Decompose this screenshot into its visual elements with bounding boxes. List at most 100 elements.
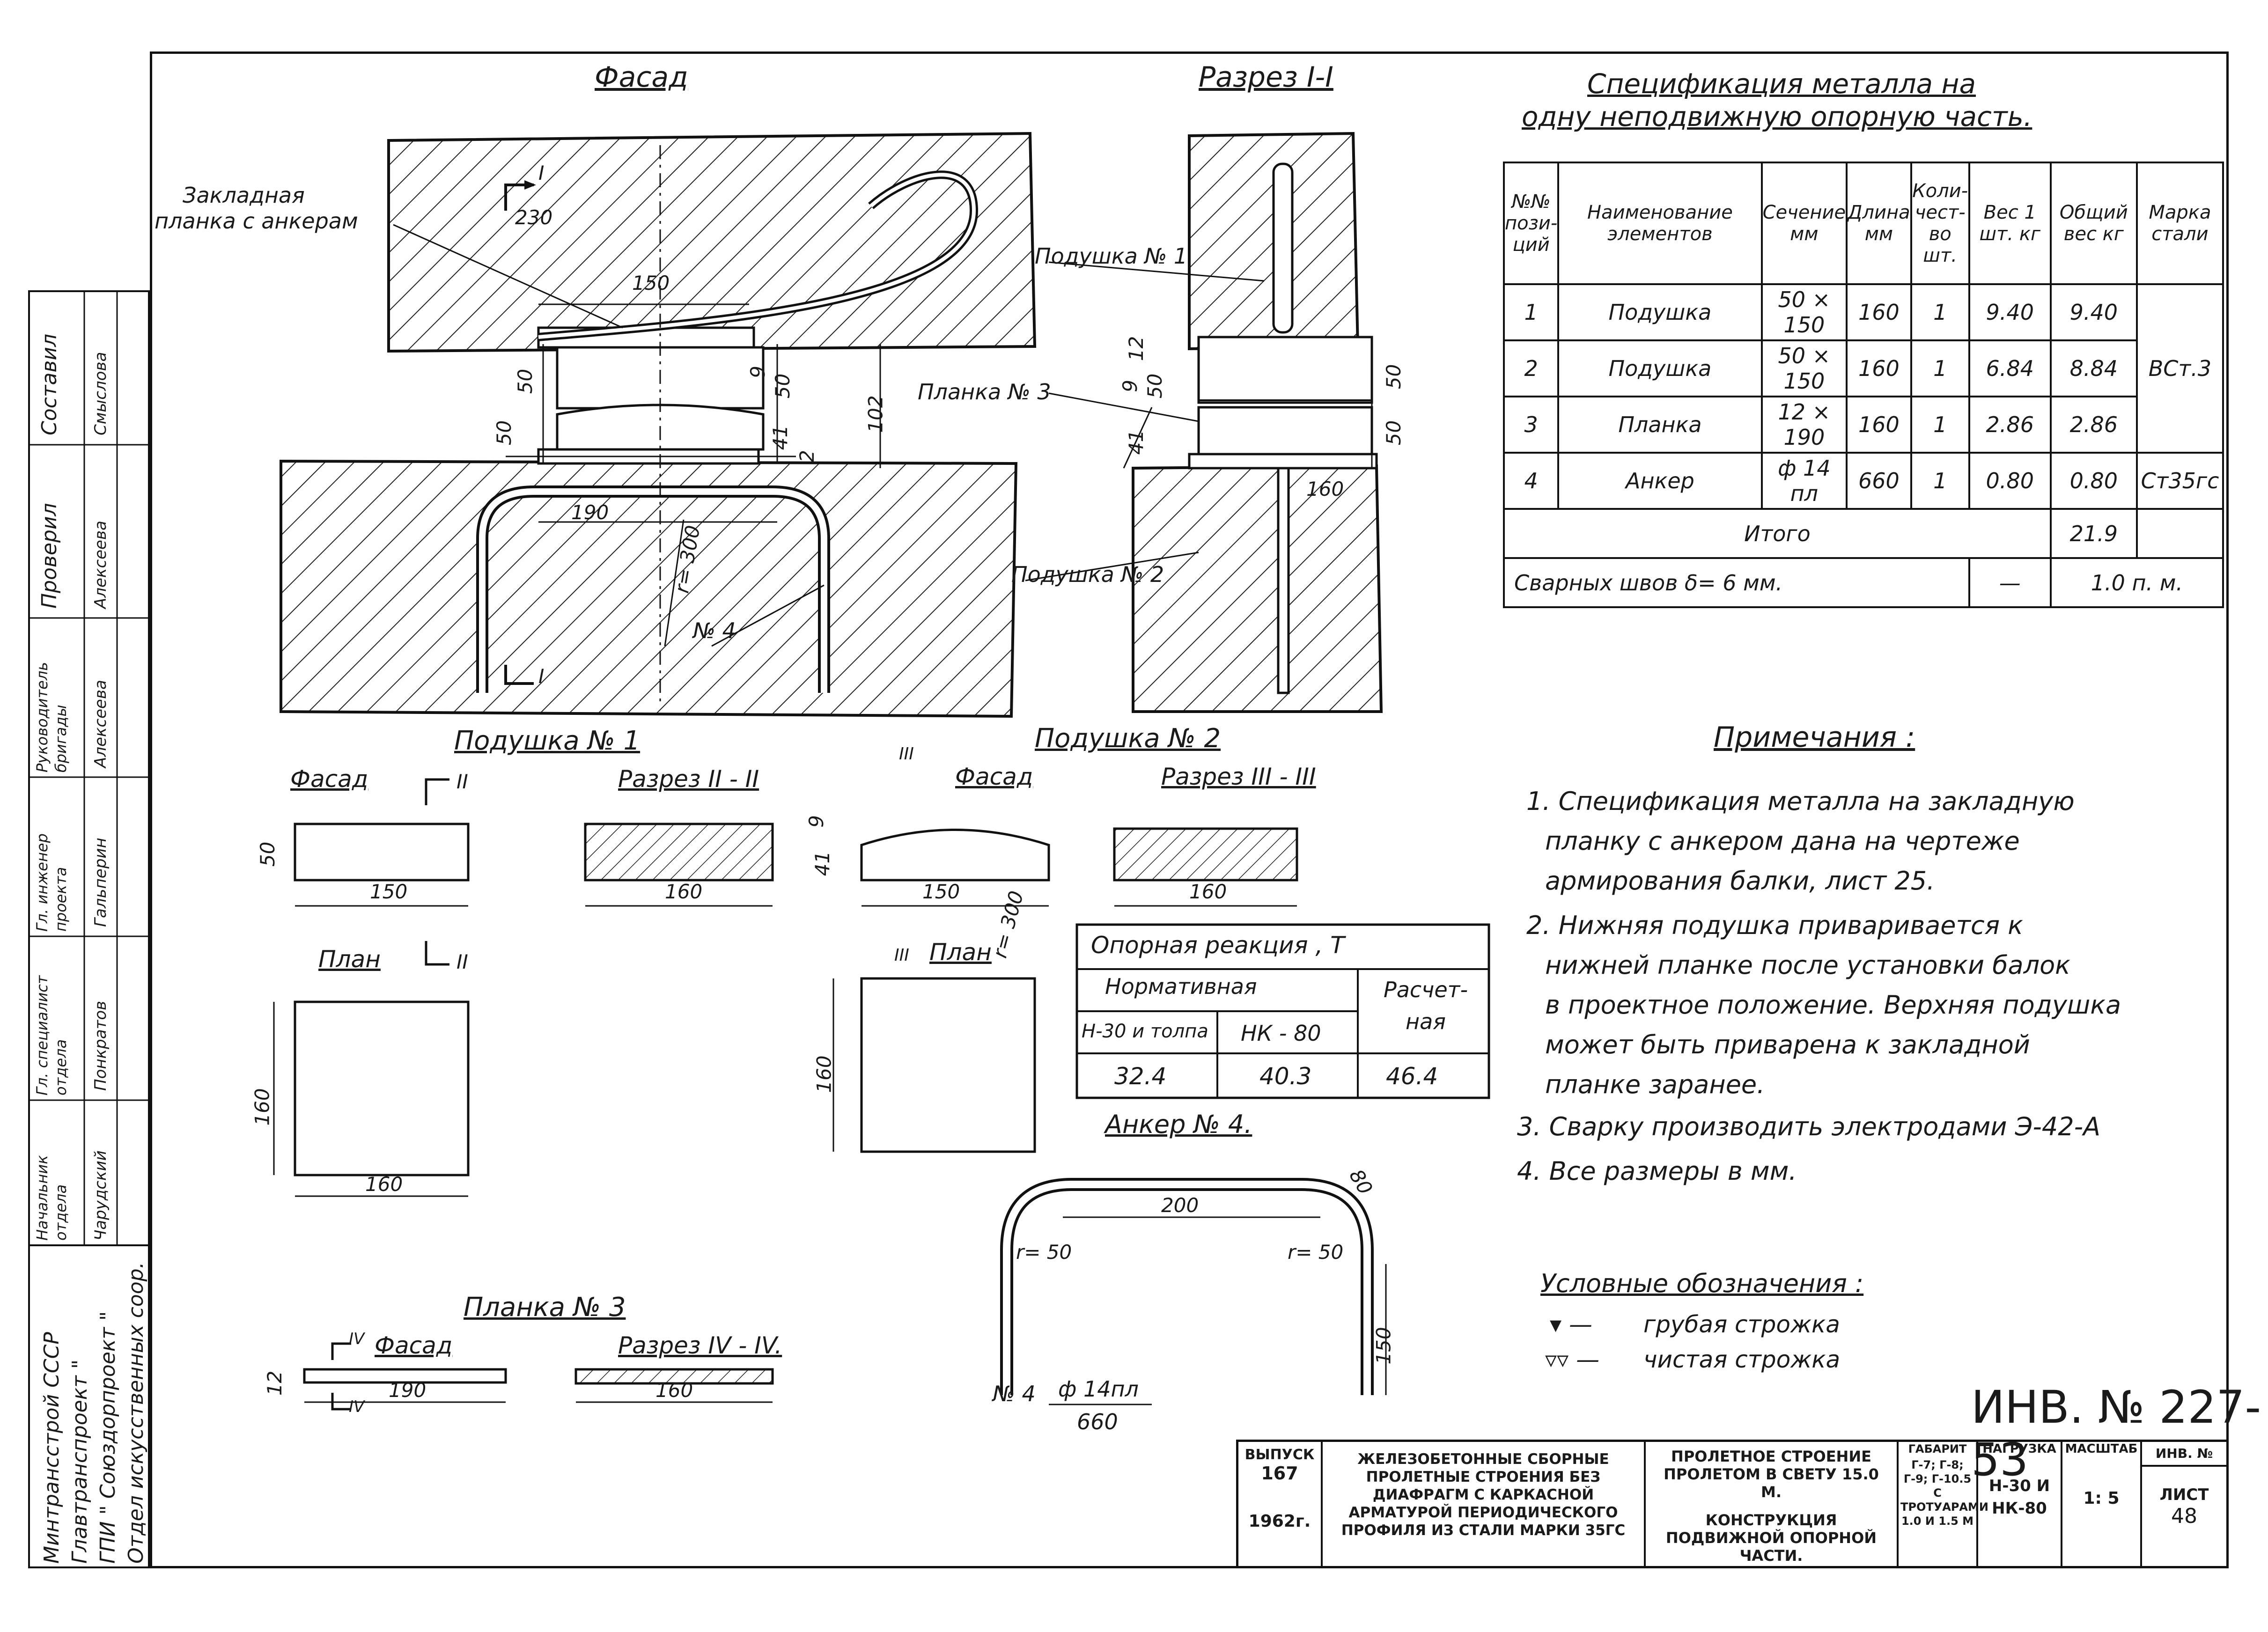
pad1-section-small [584, 823, 774, 882]
table-row: 4 Анкер ф 14 пл 660 1 0.80 0.80 Ст35гс [1502, 452, 2224, 510]
stamp-description: ЖЕЛЕЗОБЕТОННЫЕ СБОРНЫЕ ПРОЛЕТНЫЕ СТРОЕНИ… [1323, 1442, 1646, 1566]
embedded-plate-label-2: планка с анкерам [155, 208, 358, 234]
stamp-gabarit-cell: ГАБАРИТ Г-7; Г-8; Г-9; Г-10.5 С ТРОТУАРА… [1899, 1442, 1988, 1566]
spec-welds-label: Сварных швов δ= 6 мм. [1503, 557, 1970, 608]
stamp-issue-no: 167 [1261, 1463, 1298, 1484]
spec-header-length: Длина мм [1846, 162, 1912, 285]
pad2-dim-9: 9 [804, 815, 828, 828]
pad1-dim-160-b: 160 [250, 1088, 274, 1126]
spec-cell: 160 [1846, 283, 1912, 341]
pad1-facade-title: Фасад [290, 765, 368, 793]
plate3-marker-top: IV [349, 1330, 365, 1348]
pad1-marker-bottom: II [457, 950, 468, 973]
plate3-dim-12: 12 [263, 1370, 287, 1396]
note-line: планке заранее. [1545, 1070, 1765, 1099]
sidebar-org-3: ГПИ " Союздорпроект " [96, 1311, 120, 1564]
pad2-dim-160-b: 160 [812, 1055, 836, 1093]
legend-symbol-fine: ▿▿ — [1545, 1346, 1600, 1373]
anchor-spec-bottom: 660 [1077, 1409, 1118, 1434]
stamp-load-cell: НАГРУЗКА Н-30 И НК-80 [1978, 1442, 2062, 1566]
legend-title: Условные обозначения : [1540, 1269, 1864, 1298]
spec-cell: 3 [1502, 396, 1560, 454]
legend-symbol-rough: ▾ — [1550, 1311, 1592, 1338]
pad1-section [1197, 336, 1373, 404]
reaction-header: Опорная реакция , Т [1091, 932, 1345, 959]
reaction-col1: Н-30 и толпа [1082, 1021, 1208, 1042]
reaction-calc: Расчет-ная [1383, 977, 1468, 1034]
spec-cell: 2.86 [2049, 396, 2138, 454]
spec-steel-mark-1: ВСт.3 [2135, 283, 2224, 454]
spec-title-1: Спецификация металла на [1587, 68, 1976, 100]
stamp-inv-label: ИНВ. № [2142, 1442, 2226, 1467]
dim-2: 2 [795, 450, 818, 463]
dim-41: 41 [769, 425, 792, 450]
anchor-dim-200: 200 [1161, 1194, 1199, 1217]
dim-50-c: 50 [771, 373, 795, 399]
pad1-plan [294, 1000, 470, 1176]
stamp-scale-cell: МАСШТАБ 1: 5 [2062, 1442, 2142, 1566]
dim-50-e: 50 [1382, 364, 1406, 390]
plate3-section-title: Разрез IV - IV. [618, 1332, 782, 1359]
pad1-dim-160-c: 160 [365, 1173, 403, 1196]
sidebar-name: Алексеева [91, 680, 110, 768]
pad1-facade-small [294, 823, 470, 882]
plate3-dim-190: 190 [389, 1379, 427, 1402]
spec-cell: 9.40 [2049, 283, 2138, 341]
pad1-dim-150: 150 [370, 880, 408, 903]
stamp-sheet-cell: ИНВ. № ЛИСТ 48 [2142, 1442, 2226, 1566]
facade-title: Фасад [595, 61, 688, 94]
spec-cell: 1 [1910, 452, 1970, 510]
pad1-plan-title: План [318, 946, 381, 973]
lower-beam-facade [280, 459, 1018, 718]
anchor-dim-r50-b: r= 50 [1288, 1241, 1344, 1264]
pad2-title: Подушка № 2 [1035, 723, 1221, 754]
spec-steel-mark-2: Ст35гс [2135, 452, 2224, 510]
spec-header-pos: №№ пози-ций [1502, 162, 1560, 285]
plate3-facade-title: Фасад [375, 1332, 453, 1359]
spec-header-weight: Вес 1 шт. кг [1968, 162, 2052, 285]
drawing-frame [150, 51, 2229, 1568]
spec-total-row: Итого 21.9 [1503, 508, 2224, 559]
upper-beam-facade [387, 132, 1037, 353]
sidebar-role: Составил [37, 333, 61, 435]
spec-cell: 50 × 150 [1760, 283, 1848, 341]
pad2-marker-top: III [899, 744, 914, 764]
pad2-section-small [1113, 827, 1298, 882]
spec-cell: ф 14 пл [1760, 452, 1848, 510]
spec-cell: 8.84 [2049, 339, 2138, 397]
sidebar-name: Алексеева [91, 521, 110, 609]
spec-cell: 1 [1502, 283, 1560, 341]
stamp-sheet: 48 [2171, 1504, 2197, 1528]
stamp-load: Н-30 И НК-80 [1988, 1477, 2050, 1518]
sidebar-name: Понкратов [91, 1000, 110, 1091]
plate3-section [1188, 453, 1378, 470]
note-line: 1. Спецификация металла на закладную [1526, 787, 2075, 816]
spec-cell: 2 [1502, 339, 1560, 397]
pad1-dim-50: 50 [256, 841, 280, 867]
pad1-title: Подушка № 1 [454, 726, 641, 756]
spec-cell: 9.40 [1968, 283, 2052, 341]
stamp-scale-label: МАСШТАБ [2065, 1442, 2138, 1456]
anchor-bottom-label: № 4 [993, 1381, 1036, 1406]
spec-cell: 12 × 190 [1760, 396, 1848, 454]
spec-cell-empty [2135, 508, 2224, 559]
dim-150: 150 [632, 272, 670, 294]
title-stamp: ВЫПУСК 167 1962г. ЖЕЛЕЗОБЕТОННЫЕ СБОРНЫЕ… [1236, 1440, 2229, 1568]
dim-9: 9 [746, 366, 769, 378]
dim-160: 160 [1306, 478, 1344, 500]
sidebar-role: Гл. инженер проекта [33, 833, 70, 932]
table-row: 1 Подушка 50 × 150 160 1 9.40 9.40 ВСт.3 [1502, 283, 2224, 454]
dim-50-d: 50 [1143, 373, 1167, 399]
dim-50-f: 50 [1382, 420, 1406, 446]
plate3-title: Планка № 3 [464, 1292, 626, 1323]
pad2-dim-160-a: 160 [1189, 880, 1227, 903]
signature-block [28, 290, 150, 1568]
dim-50-b: 50 [493, 420, 516, 446]
reaction-v3: 46.4 [1386, 1063, 1438, 1090]
section-marker-top: I [538, 162, 545, 184]
dim-190: 190 [571, 501, 609, 524]
stamp-construction: КОНСТРУКЦИЯ ПОДВИЖНОЙ ОПОРНОЙ ЧАСТИ. [1665, 1511, 1877, 1565]
stamp-issue-cell: ВЫПУСК 167 1962г. [1238, 1442, 1323, 1566]
pad2-section [1197, 406, 1373, 456]
